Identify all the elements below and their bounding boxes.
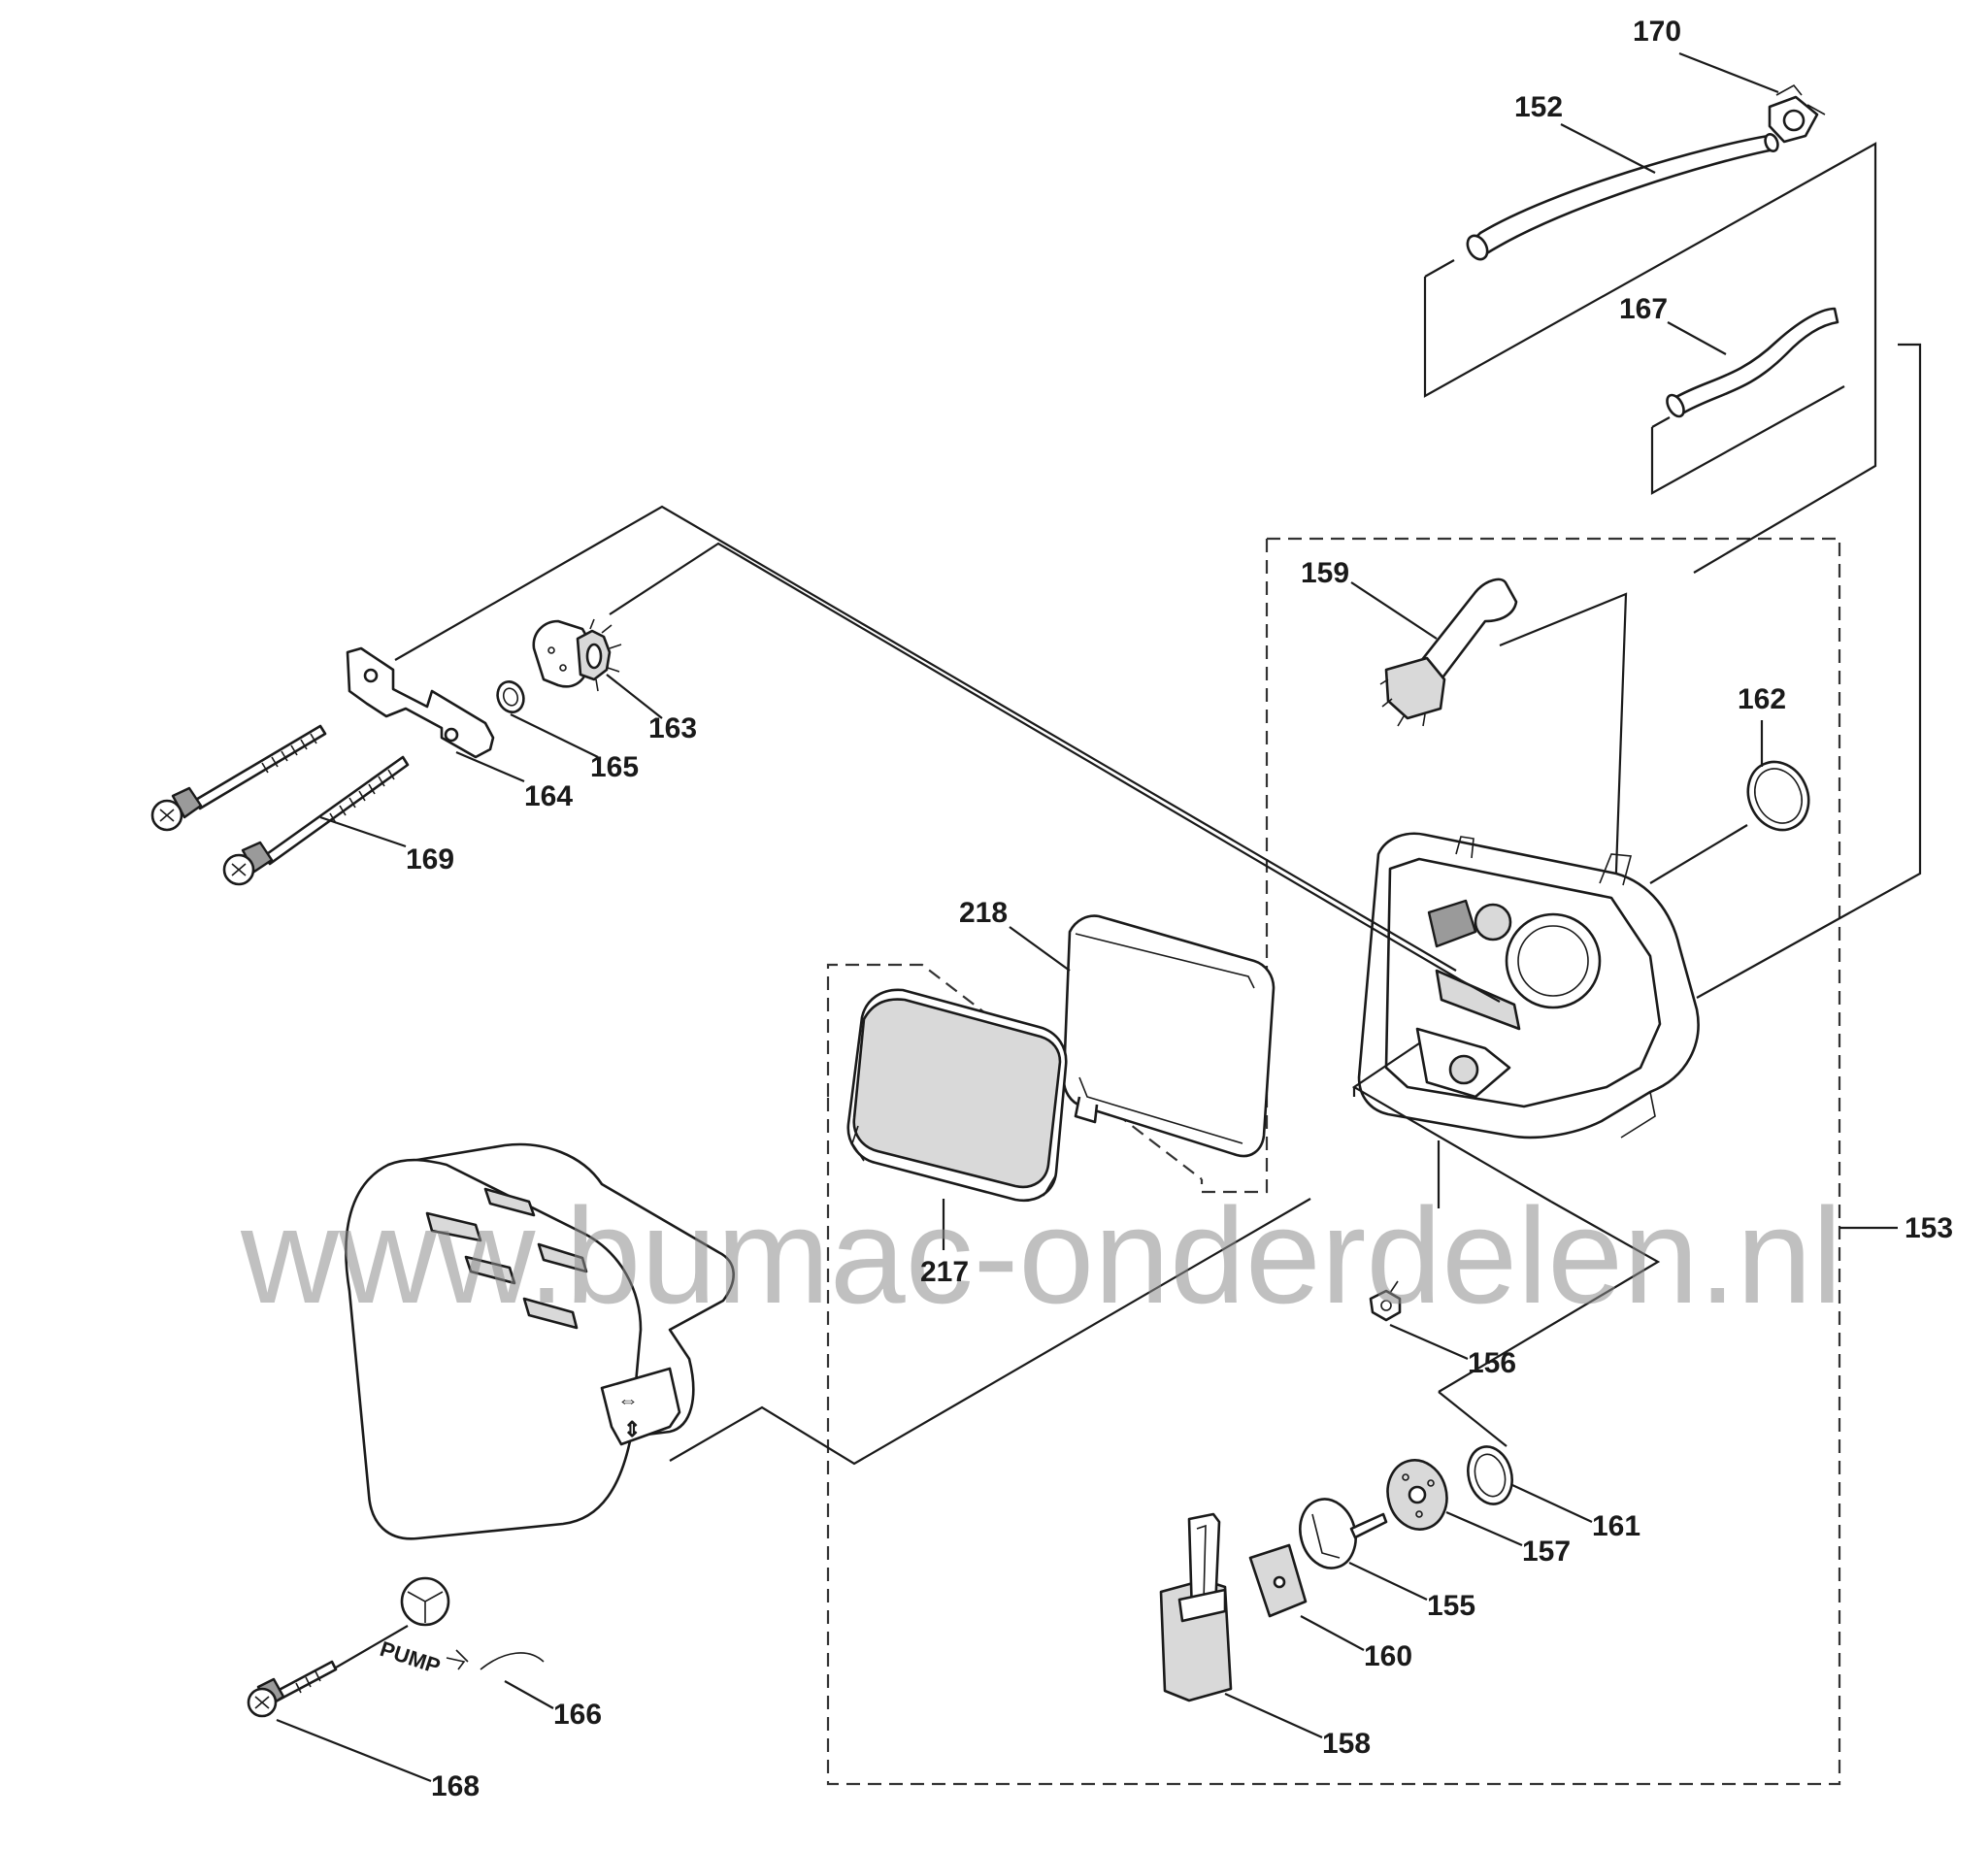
bracket-166: [669, 1198, 1311, 1466]
fuel-hose-152: [1466, 132, 1779, 261]
fuel-hose-167: [1666, 307, 1839, 418]
svg-text:⇔: ⇔: [617, 1388, 639, 1412]
air-filter-cover-166: ⇔ ⇕ PUMP: [345, 1142, 735, 1678]
label-167: 167: [1619, 293, 1668, 325]
leader-160: [1300, 1615, 1365, 1651]
label-165: 165: [590, 751, 639, 783]
pump-marking: PUMP: [377, 1636, 443, 1678]
label-170: 170: [1633, 16, 1681, 48]
bracket-158: [1159, 1512, 1233, 1702]
label-152: 152: [1514, 91, 1563, 123]
label-164: 164: [524, 780, 573, 812]
nut-156: [1369, 1280, 1402, 1322]
screw-upper: [150, 724, 327, 832]
leader-157: [1445, 1510, 1523, 1547]
o-ring-162: [1746, 760, 1810, 832]
leader-170: [1678, 51, 1779, 94]
label-160: 160: [1364, 1640, 1412, 1672]
leader-165: [510, 713, 599, 758]
filter-element-218: [1062, 914, 1276, 1158]
filter-element-217: [846, 988, 1068, 1203]
leader-169: [319, 815, 407, 848]
leader-158: [1224, 1692, 1323, 1739]
gasket-160: [1248, 1543, 1308, 1618]
label-166: 166: [553, 1699, 602, 1731]
label-156: 156: [1468, 1347, 1516, 1379]
bracket-164: [394, 505, 1457, 972]
leader-168: [276, 1718, 432, 1783]
label-168: 168: [431, 1770, 480, 1802]
choke-lever-159: [1379, 578, 1518, 727]
label-169: 169: [406, 843, 454, 875]
leader-159: [1350, 581, 1438, 640]
leader-167: [1667, 321, 1727, 355]
label-163: 163: [648, 712, 697, 744]
label-162: 162: [1738, 683, 1786, 715]
label-155: 155: [1427, 1590, 1475, 1622]
leader-155: [1348, 1562, 1428, 1601]
leader-218: [1009, 926, 1071, 972]
diaphragm-155: [1299, 1498, 1388, 1569]
leader-166: [504, 1680, 554, 1709]
bracket-159: [1499, 592, 1628, 1010]
label-153: 153: [1905, 1212, 1953, 1244]
leader-152: [1560, 123, 1656, 174]
plate-157: [1386, 1459, 1448, 1531]
o-ring-161: [1467, 1445, 1513, 1505]
assembly-153-boundary: [826, 537, 1841, 1786]
bracket-plate-164: [346, 646, 495, 759]
washer-165: [496, 680, 525, 713]
lever-gear-163: [532, 618, 622, 692]
leader-161: [1511, 1484, 1593, 1523]
screw-168: [247, 1660, 338, 1718]
hose-clip-170: [1768, 83, 1826, 144]
label-157: 157: [1522, 1536, 1571, 1568]
watermark: www.bumac-onderdelen.nl: [240, 1179, 1842, 1332]
leader-156: [1389, 1323, 1469, 1361]
label-159: 159: [1301, 557, 1349, 589]
svg-text:⇕: ⇕: [623, 1417, 641, 1441]
leader-164: [455, 750, 525, 783]
bracket-right: [1696, 343, 1922, 999]
label-218: 218: [959, 897, 1008, 929]
bracket-152: [1423, 142, 1877, 574]
screw-169: [222, 755, 410, 886]
bracket-163: [609, 542, 1462, 981]
label-161: 161: [1592, 1510, 1640, 1542]
leader-163: [606, 674, 663, 719]
label-217: 217: [920, 1256, 969, 1288]
bracket-167: [1650, 385, 1845, 495]
air-filter-housing: [1357, 832, 1700, 1140]
label-158: 158: [1322, 1728, 1371, 1760]
